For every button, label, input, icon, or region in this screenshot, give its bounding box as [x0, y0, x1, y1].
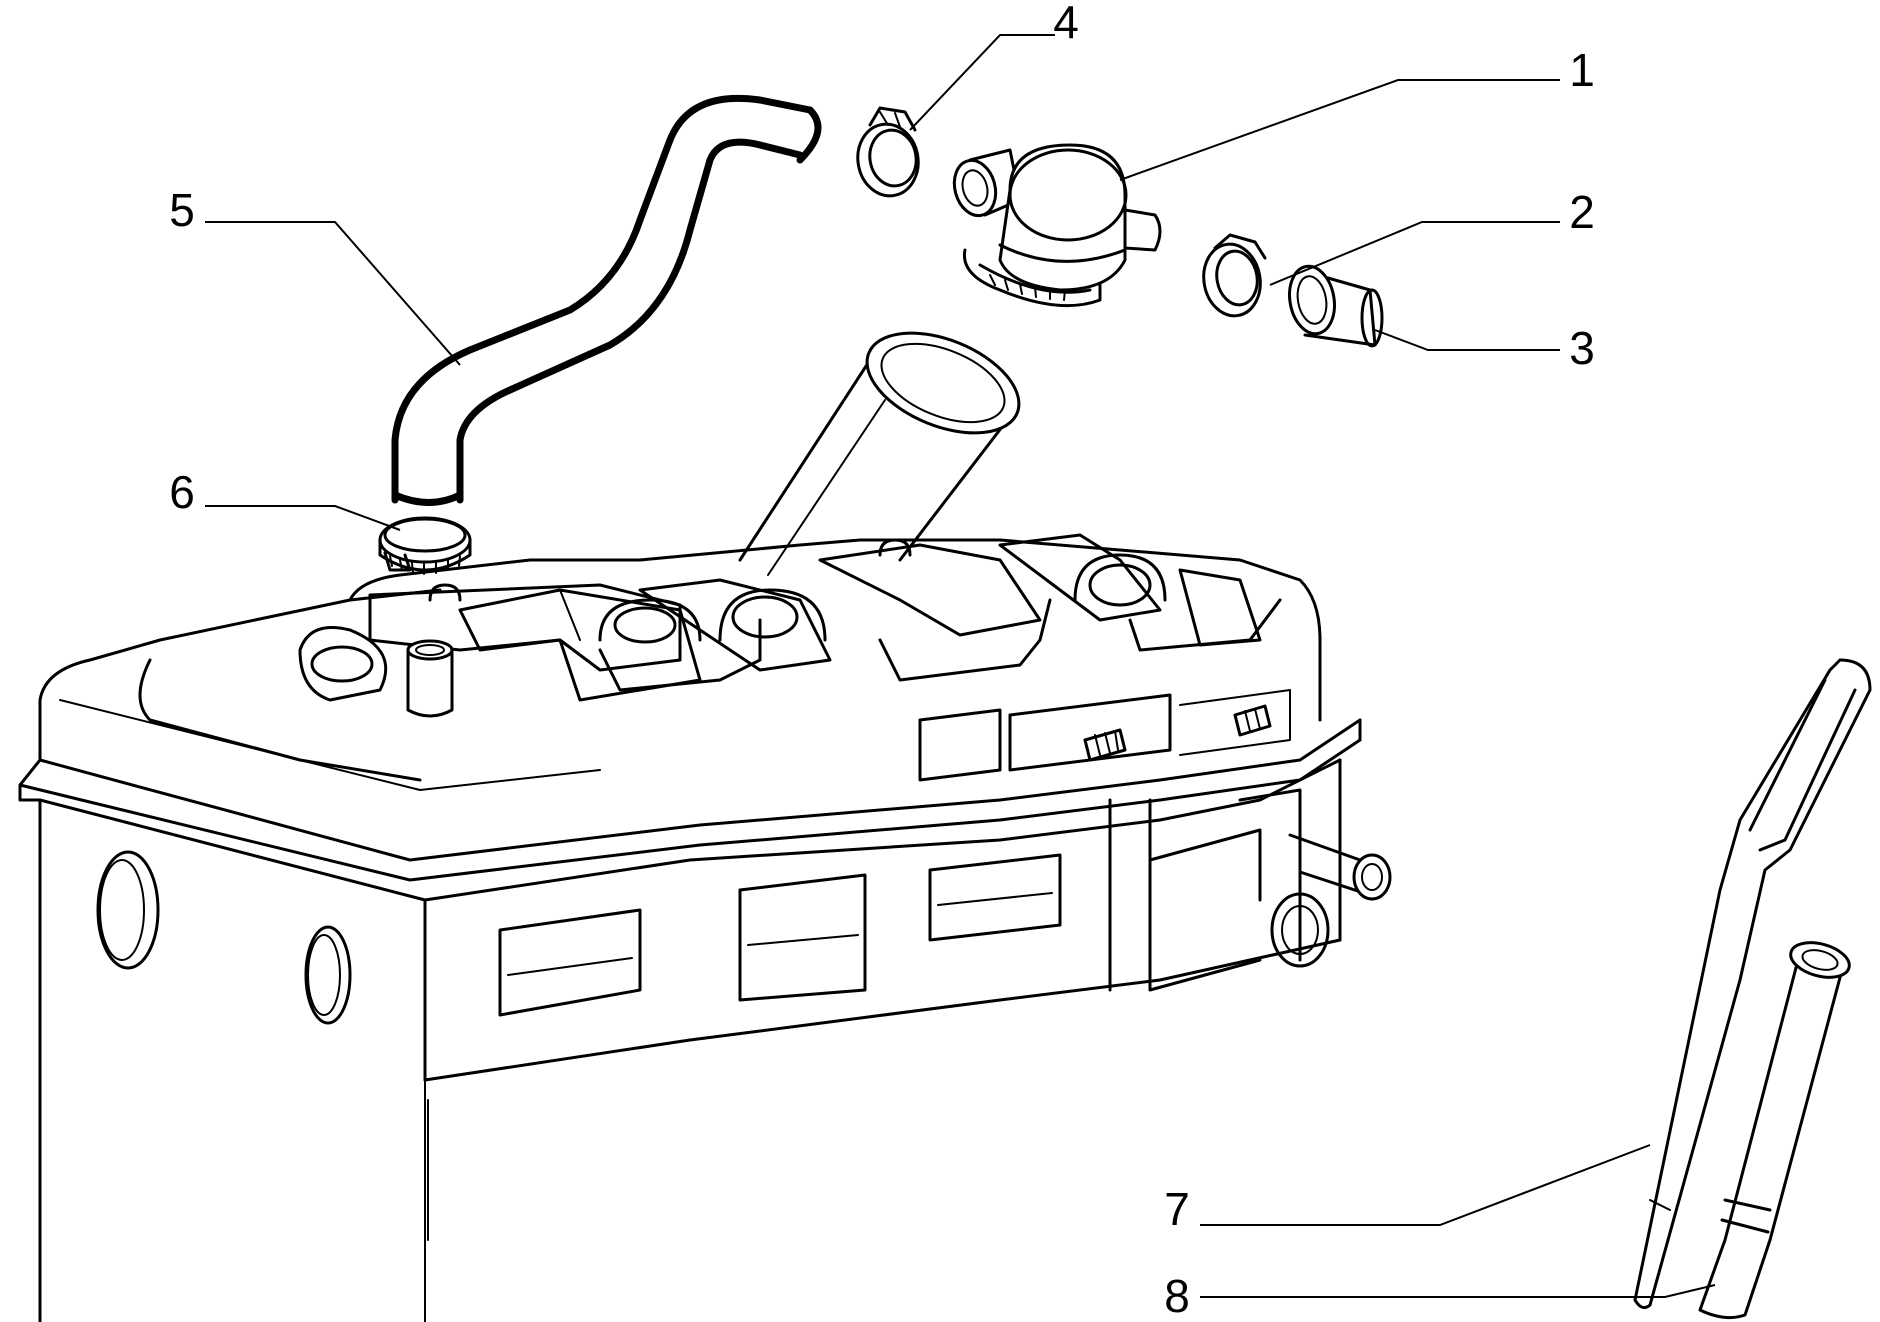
callout-7: 7 — [1164, 1183, 1190, 1235]
leader-8 — [1200, 1284, 1716, 1298]
stud-left — [1083, 728, 1127, 762]
hose-sleeve — [1288, 264, 1384, 348]
leader-2 — [1269, 221, 1560, 286]
callout-8: 8 — [1164, 1270, 1190, 1322]
oil-dipstick — [1633, 658, 1872, 1310]
stud-right — [1233, 704, 1272, 737]
leader-3 — [1374, 329, 1560, 351]
cylinder-head-cover — [18, 533, 1392, 1322]
callout-leaders — [205, 34, 1716, 1298]
breather-hose — [391, 94, 822, 506]
leader-5 — [205, 221, 461, 366]
callout-6: 6 — [169, 466, 195, 518]
callout-1: 1 — [1569, 44, 1595, 96]
hose-clamp-small — [1202, 233, 1267, 318]
dipstick-guide-tube — [1698, 941, 1851, 1320]
leader-4 — [909, 34, 1055, 131]
leader-6 — [205, 505, 401, 531]
hose-clamp-lower — [378, 516, 472, 575]
hose-clamp-upper — [856, 106, 920, 198]
leader-7 — [1200, 1144, 1651, 1226]
breather-valve — [952, 143, 1162, 308]
callout-3: 3 — [1569, 322, 1595, 374]
callout-labels: 1 2 3 4 5 6 7 8 — [169, 0, 1595, 1322]
oil-filler-neck — [738, 331, 1021, 576]
callout-2: 2 — [1569, 186, 1595, 238]
callout-5: 5 — [169, 184, 195, 236]
callout-4: 4 — [1053, 0, 1079, 48]
leader-1 — [1119, 79, 1560, 181]
